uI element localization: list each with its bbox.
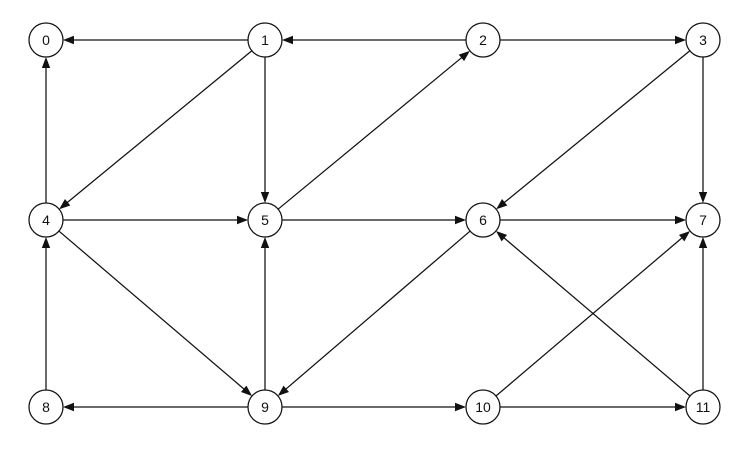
edge-line (285, 230, 471, 390)
node-circle (247, 389, 283, 425)
node-label: 4 (42, 212, 50, 228)
node-circle (247, 22, 283, 58)
arrow-head-icon (240, 385, 253, 396)
node-circle (465, 22, 501, 58)
node-5: 5 (247, 202, 283, 238)
node-label: 2 (479, 32, 487, 48)
edge-6-to-7 (500, 215, 686, 225)
node-1: 1 (247, 22, 283, 58)
node-circle (685, 22, 721, 58)
arrow-head-icon (455, 215, 466, 225)
node-circle (685, 389, 721, 425)
edge-line (503, 237, 691, 397)
edge-9-to-8 (63, 402, 248, 412)
edge-11-to-6 (495, 231, 691, 397)
node-9: 9 (247, 389, 283, 425)
arrow-head-icon (237, 215, 248, 225)
node-10: 10 (465, 389, 501, 425)
edges-layer (41, 35, 708, 412)
edge-8-to-4 (41, 237, 51, 390)
edge-1-to-4 (59, 50, 253, 210)
arrow-head-icon (496, 199, 508, 210)
edge-line (66, 50, 253, 204)
arrow-head-icon (455, 402, 466, 412)
node-label: 10 (475, 399, 491, 415)
arrow-head-icon (678, 231, 691, 242)
node-circle (28, 389, 64, 425)
edge-2-to-1 (282, 35, 466, 45)
edge-line (58, 230, 245, 390)
edge-11-to-7 (698, 237, 708, 390)
arrow-head-icon (698, 237, 708, 248)
edge-1-to-0 (63, 35, 248, 45)
edge-line (277, 56, 463, 210)
arrow-head-icon (63, 402, 74, 412)
node-11: 11 (685, 389, 721, 425)
node-label: 3 (699, 32, 707, 48)
edge-line (503, 50, 691, 204)
node-label: 8 (42, 399, 50, 415)
node-3: 3 (685, 22, 721, 58)
node-6: 6 (465, 202, 501, 238)
arrow-head-icon (41, 237, 51, 248)
node-label: 1 (261, 32, 269, 48)
arrow-head-icon (698, 192, 708, 203)
arrow-head-icon (458, 50, 470, 62)
node-circle (465, 202, 501, 238)
edge-line (495, 237, 683, 397)
arrow-head-icon (675, 35, 686, 45)
edge-2-to-3 (500, 35, 686, 45)
node-4: 4 (28, 202, 64, 238)
node-2: 2 (465, 22, 501, 58)
arrow-head-icon (260, 192, 270, 203)
arrow-head-icon (495, 231, 508, 242)
arrow-head-icon (282, 35, 293, 45)
node-circle (465, 389, 501, 425)
arrow-head-icon (41, 57, 51, 68)
node-circle (247, 202, 283, 238)
node-label: 11 (696, 399, 711, 415)
edge-4-to-0 (41, 57, 51, 203)
nodes-layer: 0 1 2 3 4 5 6 7 8 9 10 11 (28, 22, 721, 425)
arrow-head-icon (277, 385, 289, 396)
node-circle (685, 202, 721, 238)
node-label: 0 (42, 32, 50, 48)
edge-6-to-9 (277, 230, 471, 396)
node-label: 7 (699, 212, 707, 228)
node-label: 9 (261, 399, 269, 415)
arrow-head-icon (59, 198, 71, 210)
node-8: 8 (28, 389, 64, 425)
arrow-head-icon (63, 35, 74, 45)
edge-9-to-10 (282, 402, 466, 412)
edge-4-to-5 (63, 215, 248, 225)
node-label: 5 (261, 212, 269, 228)
edge-4-to-9 (58, 230, 253, 396)
node-circle (28, 202, 64, 238)
edge-9-to-5 (260, 237, 270, 390)
arrow-head-icon (260, 237, 270, 248)
edge-10-to-11 (500, 402, 686, 412)
edge-5-to-6 (282, 215, 466, 225)
edge-10-to-7 (495, 231, 691, 397)
node-label: 6 (479, 212, 487, 228)
arrow-head-icon (675, 402, 686, 412)
node-0: 0 (28, 22, 64, 58)
arrow-head-icon (675, 215, 686, 225)
edge-5-to-2 (277, 50, 470, 210)
edge-1-to-5 (260, 57, 270, 203)
edge-3-to-7 (698, 57, 708, 203)
node-circle (28, 22, 64, 58)
edge-3-to-6 (496, 50, 691, 210)
node-7: 7 (685, 202, 721, 238)
